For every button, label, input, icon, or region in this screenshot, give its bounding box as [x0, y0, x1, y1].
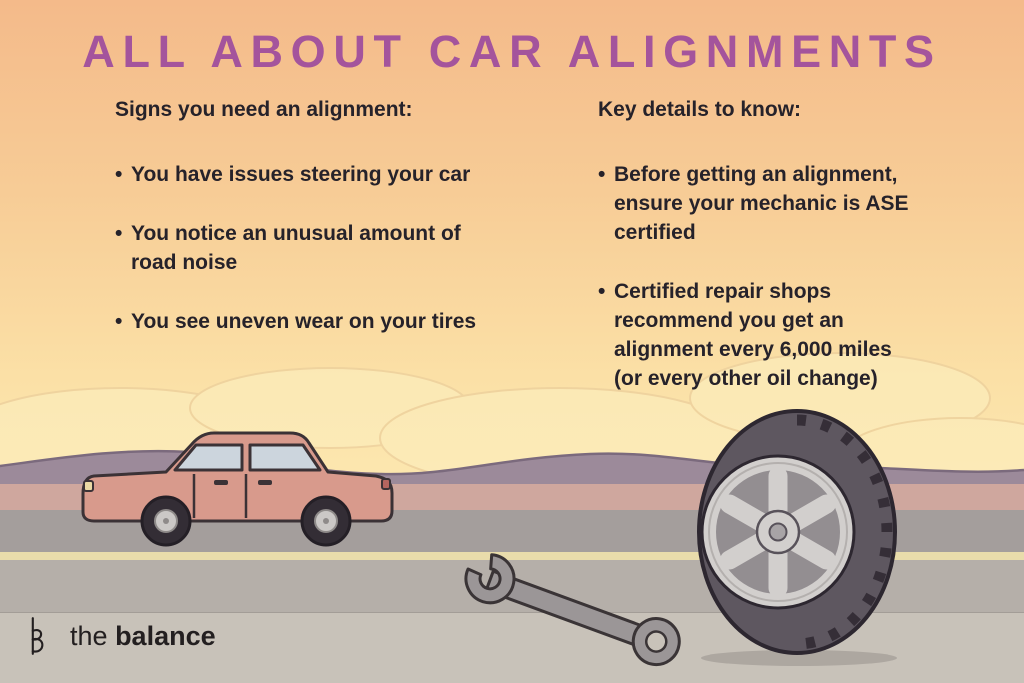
list-item: Certified repair shops recommend you get…: [598, 277, 910, 393]
details-heading: Key details to know:: [598, 98, 802, 121]
logo-name: balance: [115, 620, 216, 651]
balance-logo-icon: [31, 617, 44, 655]
page-title: ALL ABOUT CAR ALIGNMENTS: [82, 26, 942, 77]
list-item: Before getting an alignment, ensure your…: [598, 160, 910, 247]
list-item: You see uneven wear on your tires: [115, 307, 495, 336]
signs-heading: Signs you need an alignment:: [115, 98, 413, 121]
brand-logo-text: the balance: [70, 621, 216, 652]
car-illustration: [81, 431, 394, 547]
wrench-illustration: [464, 553, 681, 667]
signs-section: Signs you need an alignment: You have is…: [115, 95, 495, 366]
details-section: Key details to know: Before getting an a…: [598, 95, 910, 423]
logo-prefix: the: [70, 620, 108, 651]
signs-list: You have issues steering your car You no…: [115, 160, 495, 336]
list-item: You notice an unusual amount of road noi…: [115, 219, 495, 277]
brand-logo: the balance: [26, 612, 216, 660]
pavement-lower: [0, 612, 1024, 683]
details-list: Before getting an alignment, ensure your…: [598, 160, 910, 393]
list-item: You have issues steering your car: [115, 160, 495, 189]
tire-illustration: [697, 409, 897, 666]
road-edge-line: [0, 552, 1024, 560]
